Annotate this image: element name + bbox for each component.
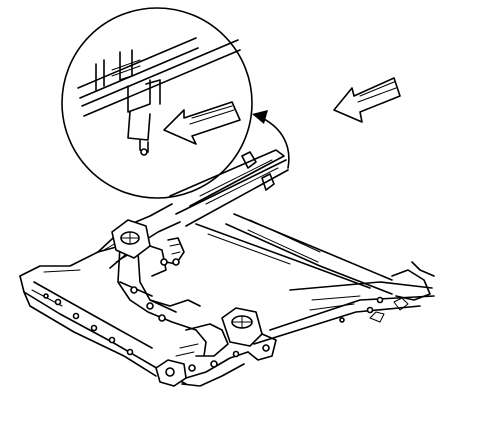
rotation-arrow-icon xyxy=(252,110,290,169)
forward-arrow-icon xyxy=(333,77,401,123)
frame-assembly xyxy=(19,149,435,387)
forward-arrow-icon xyxy=(163,101,241,145)
detail-callout xyxy=(61,7,253,199)
